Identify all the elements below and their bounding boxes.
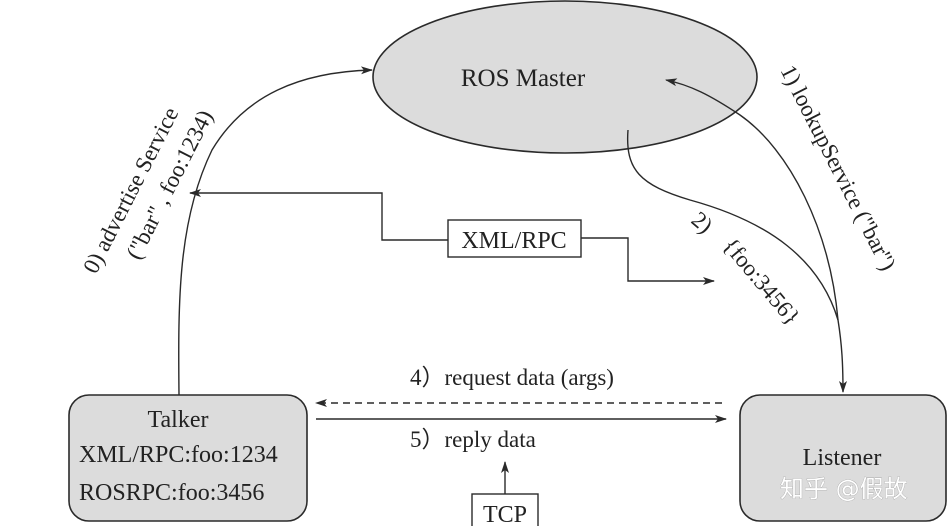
listener-node: Listener 知乎 @假故 xyxy=(739,394,947,522)
talker-label: Talker xyxy=(148,407,209,433)
xmlrpc-to-listener-arrow xyxy=(581,237,715,285)
lookup-service-label: 1) lookupService ("bar") xyxy=(776,61,901,275)
xmlrpc-to-talker-arrow xyxy=(189,189,448,241)
ros-master-ellipse xyxy=(372,0,758,154)
advertise-service-edge xyxy=(178,66,373,396)
lookup-service-edge xyxy=(665,78,839,321)
reply-uri-edge xyxy=(626,129,847,393)
talker-rosrpc-uri: ROSRPC:foo:3456 xyxy=(79,480,264,506)
talker-node: Talker XML/RPC:foo:1234 ROSRPC:foo:3456 xyxy=(68,394,308,522)
watermark: 知乎 @假故 xyxy=(780,475,908,503)
advertise-service-label: 0) advertise Service ("bar" , foo:1234) xyxy=(78,103,218,277)
ros-master-label: ROS Master xyxy=(461,65,586,92)
listener-box xyxy=(739,394,947,522)
reply-uri-step-label: 2) xyxy=(687,207,718,238)
tcp-box: TCP xyxy=(471,493,539,526)
xmlrpc-box: XML/RPC xyxy=(447,219,582,258)
reply-uri-step: 2) xyxy=(687,207,718,238)
listener-label: Listener xyxy=(803,445,882,471)
talker-box xyxy=(68,394,308,522)
reply-data-label: 5）reply data xyxy=(410,427,536,452)
request-data-label: 4）request data (args) xyxy=(410,365,614,390)
ros-master-node: ROS Master xyxy=(372,0,758,154)
tcp-box-frame xyxy=(471,493,539,526)
xmlrpc-box-label: XML/RPC xyxy=(461,228,566,254)
talker-xmlrpc-uri: XML/RPC:foo:1234 xyxy=(79,442,278,468)
reply-uri-text: {foo:3456} xyxy=(718,233,805,330)
reply-uri-label: {foo:3456} xyxy=(718,233,805,330)
lookup-service-text: 1) lookupService ("bar") xyxy=(776,61,901,275)
tcp-box-label: TCP xyxy=(483,502,527,526)
